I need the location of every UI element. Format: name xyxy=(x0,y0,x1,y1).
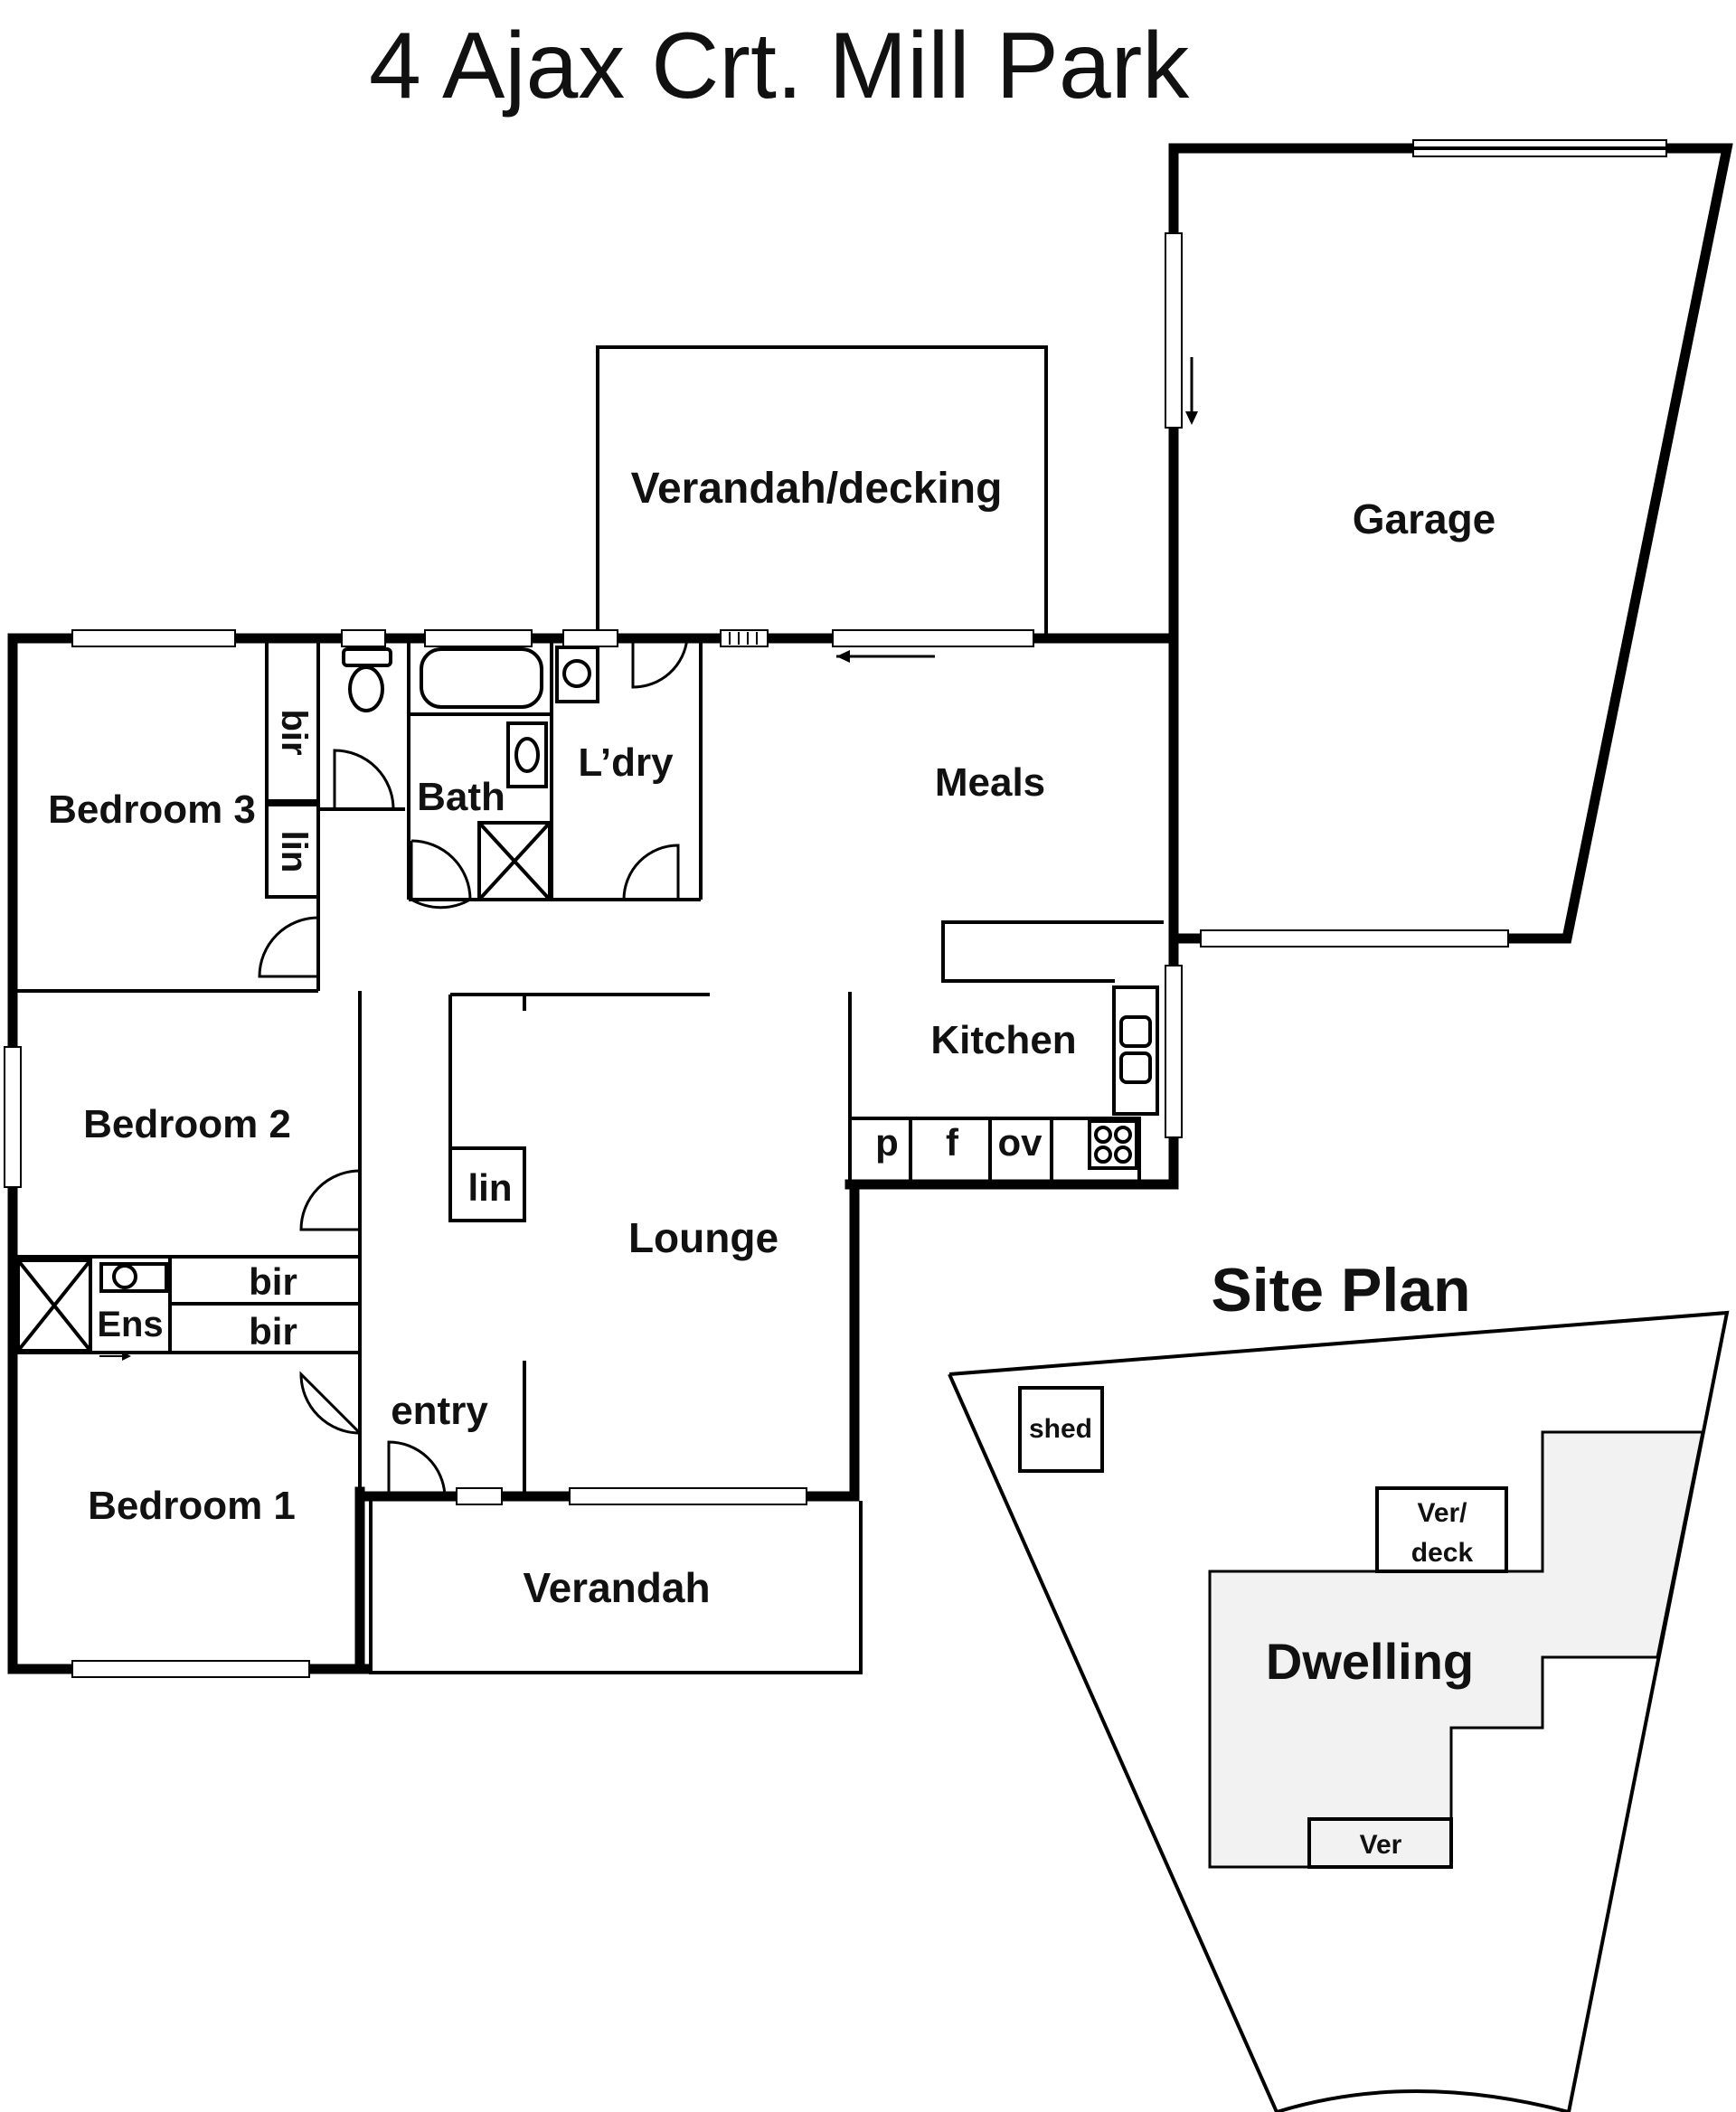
site-plan-title: Site Plan xyxy=(1211,1256,1470,1325)
room-label-bir-bedroom3: bir xyxy=(274,709,314,755)
garage-side-door xyxy=(1165,232,1183,429)
site-label-shed: shed xyxy=(1029,1414,1092,1444)
window-bath xyxy=(424,629,533,647)
vent-slats xyxy=(729,632,758,645)
room-label-oven: ov xyxy=(997,1121,1043,1164)
room-label-bedroom1: Bedroom 1 xyxy=(88,1484,296,1528)
room-label-garage: Garage xyxy=(1353,495,1496,542)
plan-title: 4 Ajax Crt. Mill Park xyxy=(369,14,1190,118)
sliding-door-meals xyxy=(832,629,1034,647)
room-label-bir-1: bir xyxy=(249,1260,297,1303)
room-label-verandah-decking: Verandah/decking xyxy=(631,465,1003,513)
site-frontage xyxy=(1276,2089,1570,2112)
window-bedroom3 xyxy=(71,629,236,647)
room-label-bedroom2: Bedroom 2 xyxy=(83,1102,291,1146)
site-label-ver: Ver xyxy=(1360,1830,1402,1860)
room-label-bedroom3: Bedroom 3 xyxy=(48,787,256,832)
room-label-pantry: p xyxy=(875,1121,899,1164)
room-label-meals: Meals xyxy=(935,760,1045,805)
vent-meals xyxy=(720,629,769,647)
room-label-lounge: Lounge xyxy=(628,1214,778,1261)
site-shed xyxy=(1018,1386,1104,1473)
site-verandah xyxy=(1307,1817,1453,1869)
site-label-ver-deck-1: Ver/ xyxy=(1417,1498,1467,1528)
site-plan: Site Plan shed Ver/ deck Dwelling Ver xyxy=(948,1256,1730,2112)
site-label-dwelling: Dwelling xyxy=(1266,1633,1474,1690)
window-bedroom1 xyxy=(71,1660,310,1678)
room-label-verandah: Verandah xyxy=(523,1564,710,1611)
room-label-bath: Bath xyxy=(417,775,505,819)
room-label-ensuite: Ens xyxy=(97,1305,163,1344)
window-laundry xyxy=(562,629,618,647)
site-boundary xyxy=(948,1310,1730,2112)
site-verandah-deck xyxy=(1375,1486,1508,1573)
room-label-entry: entry xyxy=(391,1389,488,1433)
doors xyxy=(258,637,689,1497)
window-lounge xyxy=(569,1487,807,1505)
room-label-fridge: f xyxy=(946,1121,959,1164)
interior-walls xyxy=(13,636,1164,1496)
fixtures xyxy=(99,646,599,1361)
room-label-kitchen: Kitchen xyxy=(930,1018,1076,1062)
window-bedroom2 xyxy=(4,1046,22,1188)
window-wc xyxy=(341,629,386,647)
room-label-lin-bedroom3: lin xyxy=(274,831,314,873)
site-label-ver-deck-2: deck xyxy=(1411,1538,1474,1568)
window-entry xyxy=(456,1487,503,1505)
garage-front-window xyxy=(1200,929,1509,948)
room-label-bir-2: bir xyxy=(249,1310,297,1353)
room-label-lin-hall: lin xyxy=(468,1166,513,1209)
room-label-laundry: L’dry xyxy=(578,740,674,785)
verandah-decking: Verandah/decking xyxy=(596,345,1048,638)
front-verandah xyxy=(369,1501,863,1674)
garage: Garage xyxy=(1165,139,1733,948)
window-kitchen xyxy=(1165,965,1183,1138)
